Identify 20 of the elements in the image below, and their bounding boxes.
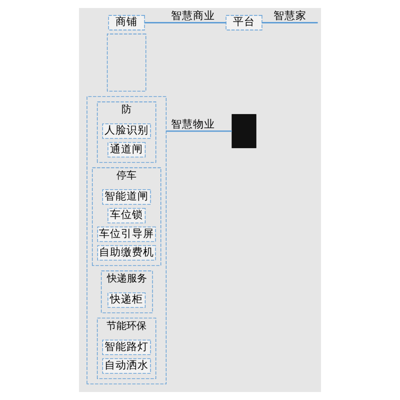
node-box: 商铺 xyxy=(108,15,145,30)
edge-label: 智慧家 xyxy=(273,9,306,22)
cluster xyxy=(86,96,166,384)
node-box: 自动洒水 xyxy=(102,358,151,374)
node-box: 智能道闸 xyxy=(102,189,151,205)
node-box: 车位引导屏 xyxy=(97,226,156,242)
node-box: 快递柜 xyxy=(108,292,146,308)
node-box: 平台 xyxy=(226,15,262,30)
node-box: 自助缴费机 xyxy=(97,245,156,261)
connector xyxy=(262,22,318,24)
node-box: 智能路灯 xyxy=(102,340,151,356)
connector xyxy=(166,130,232,132)
node-box: 通道闸 xyxy=(108,142,146,158)
edge-label: 智慧物业 xyxy=(170,118,215,131)
node-box: 人脸识别 xyxy=(102,123,151,139)
node-person xyxy=(232,114,256,148)
node-box xyxy=(106,34,146,92)
node-box: 车位锁 xyxy=(108,208,146,224)
connector xyxy=(144,22,226,24)
edge-label: 智慧商业 xyxy=(170,9,215,22)
